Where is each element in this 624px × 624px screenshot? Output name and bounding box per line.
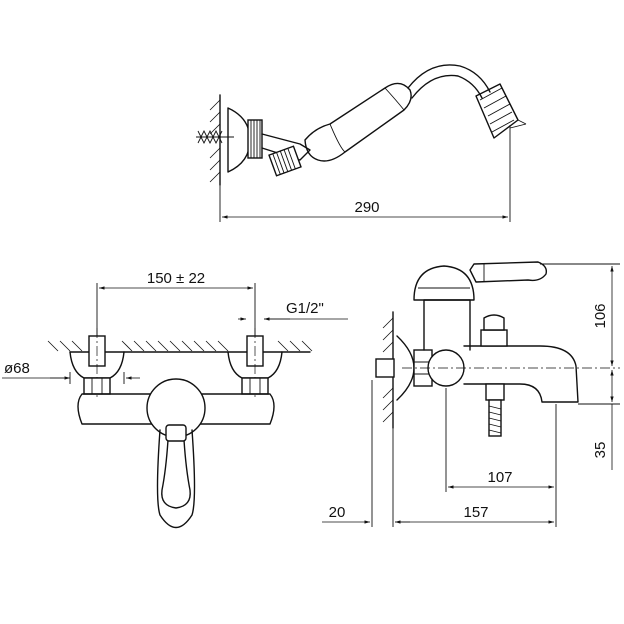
dim-wall-offset: 20 bbox=[329, 504, 346, 521]
dim-spout-reach-total: 157 bbox=[463, 504, 488, 521]
front-view: 150 ± 22 G1/2" bbox=[2, 270, 348, 529]
hex-nut-left bbox=[83, 377, 111, 395]
dim-escutcheon-diameter: ø68 bbox=[4, 360, 30, 377]
bracket-rose bbox=[227, 107, 251, 173]
hand-shower-view: 290 bbox=[196, 64, 527, 222]
hose-connector bbox=[268, 145, 302, 177]
lever-arm bbox=[156, 429, 196, 529]
side-lever bbox=[469, 261, 548, 283]
cartridge-column bbox=[423, 299, 471, 351]
wall-hatching bbox=[209, 99, 221, 183]
hex-nut-right bbox=[241, 377, 269, 395]
shower-neck bbox=[407, 64, 491, 93]
lever-collar bbox=[165, 424, 187, 442]
side-view: 106 35 107 157 20 bbox=[322, 261, 620, 527]
mixer-body bbox=[77, 393, 275, 425]
dim-hand-shower-length: 290 bbox=[354, 199, 379, 216]
lever-handle bbox=[161, 439, 191, 509]
dim-inlet-spacing: 150 ± 22 bbox=[147, 270, 205, 287]
wall-hatching-side bbox=[382, 317, 394, 423]
hose-outlet bbox=[485, 383, 505, 401]
dim-thread-size: G1/2" bbox=[286, 300, 324, 317]
side-inlet-pipe bbox=[375, 358, 395, 378]
wall-hatching-front bbox=[47, 340, 313, 352]
bracket-nut bbox=[247, 119, 263, 159]
diverter-base bbox=[480, 329, 508, 347]
dim-spout-height: 106 bbox=[592, 303, 609, 328]
shower-handle bbox=[304, 82, 412, 162]
dim-spout-reach-inner: 107 bbox=[487, 469, 512, 486]
dim-diverter-drop: 35 bbox=[592, 442, 609, 459]
spout bbox=[463, 345, 579, 403]
diverter-knob bbox=[483, 314, 505, 331]
cartridge-cap bbox=[413, 265, 475, 301]
